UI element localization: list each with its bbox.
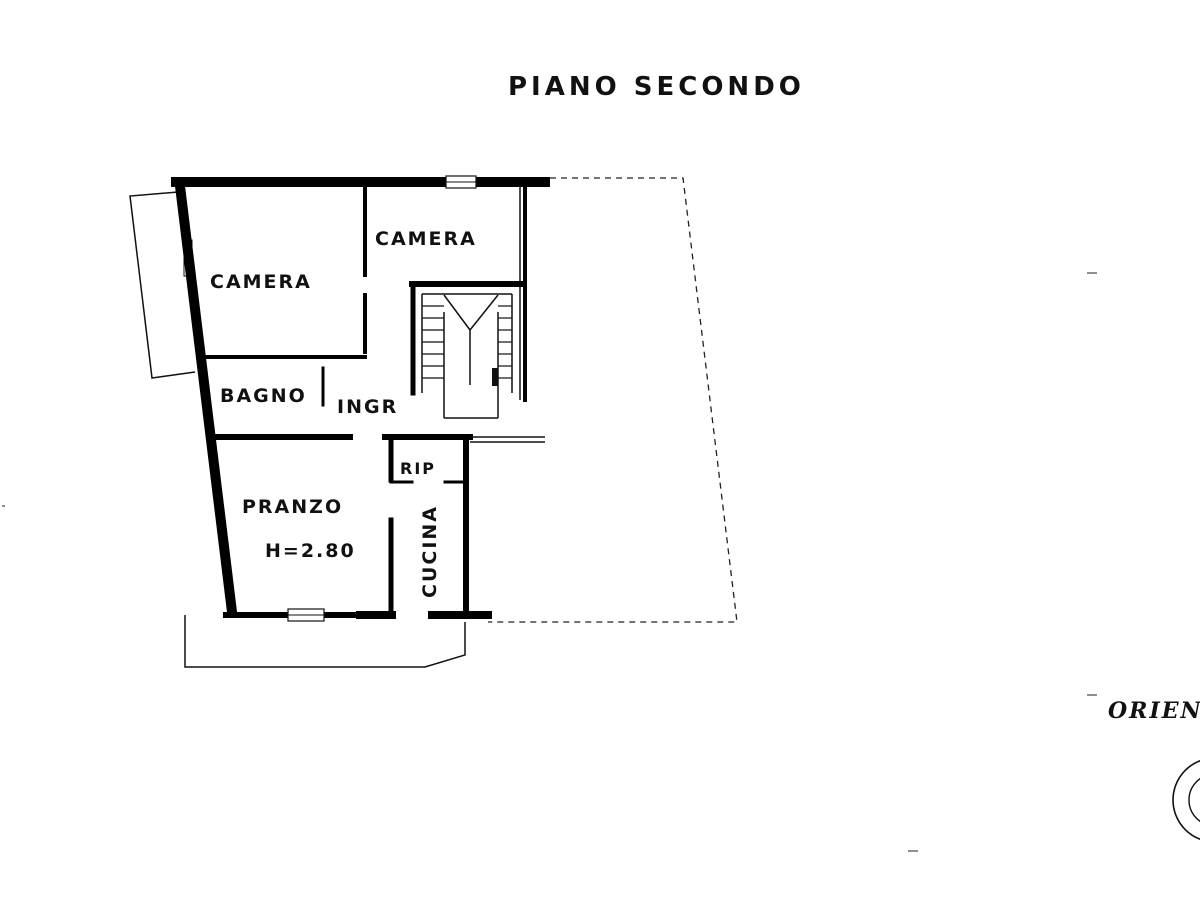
room-label-ingresso: INGR (337, 396, 398, 418)
orientation-label: ORIEN (1108, 698, 1200, 724)
windows (287, 175, 477, 622)
scan-marks (2, 272, 1097, 852)
outer-walls (171, 177, 550, 619)
room-label-bagno: BAGNO (220, 385, 307, 407)
compass-rose-icon (1172, 759, 1200, 841)
room-label-cucina: CUCINA (419, 505, 441, 598)
ceiling-height-label: H=2.80 (265, 540, 356, 562)
adjacent-area-outline (488, 177, 738, 623)
plan-title: PIANO SECONDO (508, 72, 805, 102)
room-label-pranzo: PRANZO (242, 496, 343, 518)
bottom-balcony (184, 615, 466, 668)
room-label-camera-right: CAMERA (375, 228, 477, 250)
room-label-camera-left: CAMERA (210, 271, 312, 293)
interior-walls (203, 184, 545, 615)
room-label-ripostiglio: RIP (400, 459, 436, 478)
stair-well (409, 281, 523, 419)
